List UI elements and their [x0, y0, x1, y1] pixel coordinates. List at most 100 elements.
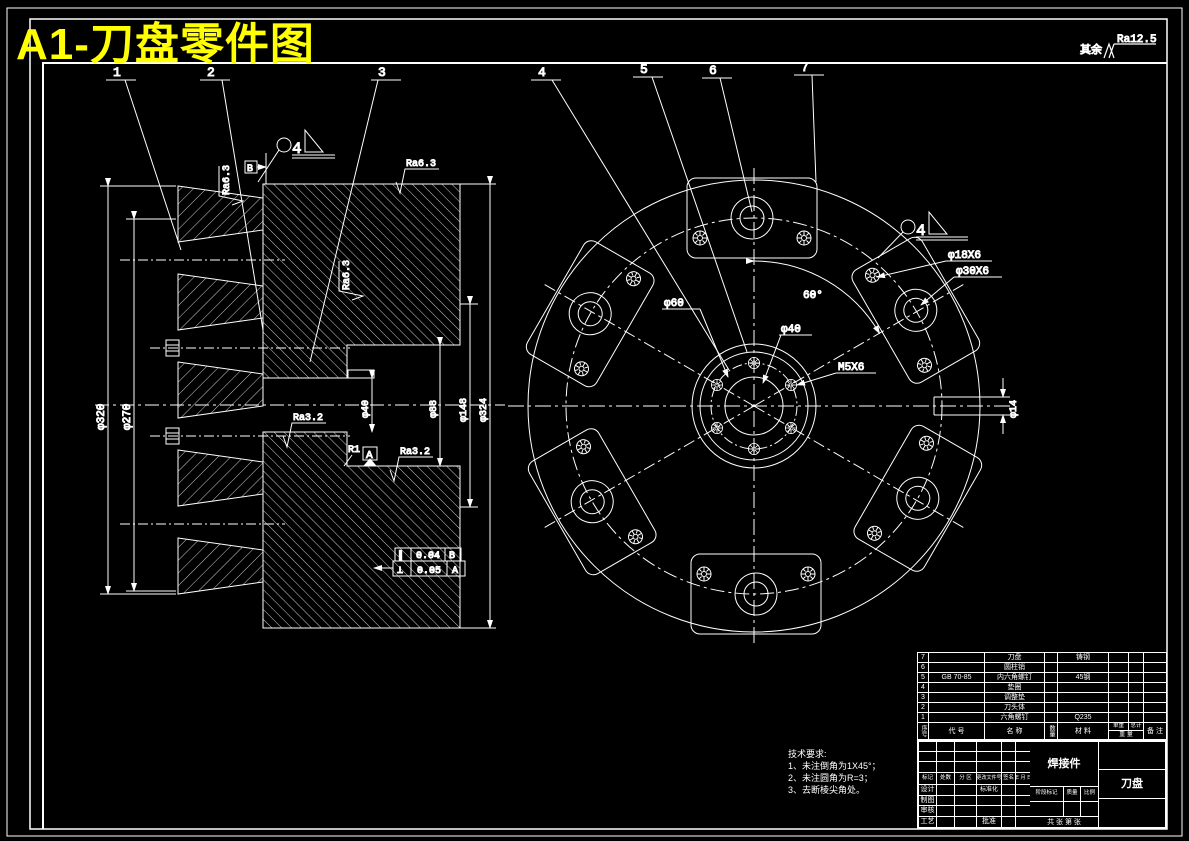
balloon-3: 3: [378, 65, 386, 80]
bom-header-wt: 总计: [1129, 723, 1143, 731]
bom-code: GB 70-85: [929, 673, 985, 683]
dim-d148: φ148: [459, 398, 470, 422]
bom-name: 圆柱销: [985, 663, 1045, 673]
bom-name: 六角螺钉: [985, 713, 1045, 723]
tech-note-1: 1、未注倒角为1X45°；: [788, 761, 881, 771]
section-balloons: 1 2 3: [106, 65, 401, 363]
rev-h-count: 处数: [937, 773, 955, 785]
tech-notes-title: 技术要求:: [788, 749, 827, 759]
dim-d40: φ40: [361, 400, 372, 418]
bom-header-qty: 数量: [1045, 723, 1058, 739]
role-check: 审核: [919, 806, 937, 817]
rev-h-sign: 签名: [1002, 773, 1016, 785]
bom-header-remark: 备 注: [1147, 727, 1163, 735]
bom-wt: [1129, 653, 1144, 663]
rev-h-zone: 分 区: [955, 773, 977, 785]
bom-header-code: 代 号: [929, 723, 985, 739]
bom-rk: [1144, 653, 1166, 663]
balloon-2: 2: [207, 65, 215, 80]
scale-label: 比例: [1081, 787, 1098, 802]
front-labels: φ60 φ40 M5X6 60° φ18X6 φ30X6: [662, 250, 1002, 386]
bom-rk: [1144, 693, 1166, 703]
bom-header-material: 材 料: [1058, 723, 1109, 739]
bom-name: 刀盘: [985, 653, 1045, 663]
label-d60: φ60: [664, 298, 684, 310]
bom-wu: [1109, 683, 1129, 693]
datum-b: B: [244, 153, 267, 184]
bom-rk: [1144, 673, 1166, 683]
type-zone: 焊接件 阶段标记 质量 比例 共 张 第 张: [1030, 742, 1099, 827]
bom-rk: [1144, 663, 1166, 673]
bom-material: [1058, 703, 1109, 713]
tech-note-3: 3、去断棱尖角处。: [788, 785, 866, 795]
balloon-7: 7: [801, 60, 809, 75]
bom-seq: 5: [918, 673, 929, 683]
front-taper-callout: 4: [877, 210, 968, 259]
dim-d320: φ320: [96, 404, 108, 430]
label-60deg: 60°: [803, 290, 823, 302]
datum-b-label: B: [247, 163, 253, 173]
bom-name: 内六角螺钉: [985, 673, 1045, 683]
front-view: φ14 φ60 φ40 M5X6 60° φ18X6 φ30X6: [508, 60, 1021, 644]
bom-wu: [1109, 663, 1129, 673]
bom-wu: [1109, 673, 1129, 683]
title-block: 标记 处数 分 区 更改文件号 签名 年 月 日 设计 标准化 制图 审核 工艺…: [917, 740, 1167, 829]
bom-wt: [1129, 703, 1144, 713]
tol2-datum: A: [452, 566, 458, 577]
dim-d270: φ270: [122, 404, 134, 430]
bom-material: [1058, 663, 1109, 673]
role-process: 工艺: [919, 816, 937, 827]
bom-header-seq: 序号: [918, 723, 929, 739]
bom-name: 刀头体: [985, 703, 1045, 713]
bom-seq: 7: [918, 653, 929, 663]
bom-code: [929, 693, 985, 703]
tol1-symbol: ∥: [398, 550, 403, 562]
stage-label: 阶段标记: [1030, 787, 1064, 802]
bom-name: 调整垫: [985, 693, 1045, 703]
bom-seq: 2: [918, 703, 929, 713]
roughness-ra63-3: Ra6.3: [342, 260, 353, 290]
name-zone: 刀盘: [1099, 742, 1165, 827]
front-taper-4: 4: [916, 222, 926, 240]
tol1-value: 0.04: [416, 551, 440, 562]
bom-header-wu: 单重: [1109, 723, 1129, 731]
section-view: φ320 φ270 φ40 φ88 φ148 φ324 Ra6: [95, 65, 505, 629]
tech-note-2: 2、未注圆角为R=3；: [788, 773, 873, 783]
rev-h-mark: 标记: [919, 773, 937, 785]
bom-code: [929, 703, 985, 713]
bom-qty: [1045, 703, 1058, 713]
dim-d88: φ88: [429, 400, 440, 418]
bom-seq: 3: [918, 693, 929, 703]
dim-d14: φ14: [1009, 400, 1020, 418]
tol2-symbol: ⊥: [397, 566, 403, 577]
bom-qty: [1045, 673, 1058, 683]
datum-a-label: A: [366, 450, 373, 461]
bom-qty: [1045, 663, 1058, 673]
bom-rk: [1144, 713, 1166, 723]
role-design: 设计: [919, 785, 937, 796]
tol2-value: 0.05: [417, 566, 441, 577]
section-taper-callout: 4: [257, 128, 335, 183]
label-d30x6: φ30X6: [956, 266, 989, 278]
roughness-ra63-2: Ra6.3: [406, 159, 436, 170]
balloon-1: 1: [113, 65, 121, 80]
bom-wt: [1129, 683, 1144, 693]
role-standardization: 标准化: [977, 785, 1002, 796]
roughness-ra32-1: Ra3.2: [293, 413, 323, 424]
balloon-5: 5: [640, 62, 648, 77]
bom-wu: [1109, 693, 1129, 703]
roughness-ra63-1: Ra6.3: [222, 165, 233, 195]
bom-wt: [1129, 713, 1144, 723]
bom-qty: [1045, 713, 1058, 723]
bom-material: 45钢: [1058, 673, 1109, 683]
keyway-section: [347, 369, 375, 379]
general-roughness-prefix: 其余: [1080, 42, 1102, 56]
bom-wt: [1129, 663, 1144, 673]
bom-code: [929, 713, 985, 723]
rev-h-doc: 更改文件号: [977, 773, 1002, 785]
fillet-r1: R1: [348, 445, 360, 456]
bom-qty: [1045, 653, 1058, 663]
sheet-count: 共 张 第 张: [1047, 818, 1081, 826]
label-d40: φ40: [781, 324, 801, 336]
